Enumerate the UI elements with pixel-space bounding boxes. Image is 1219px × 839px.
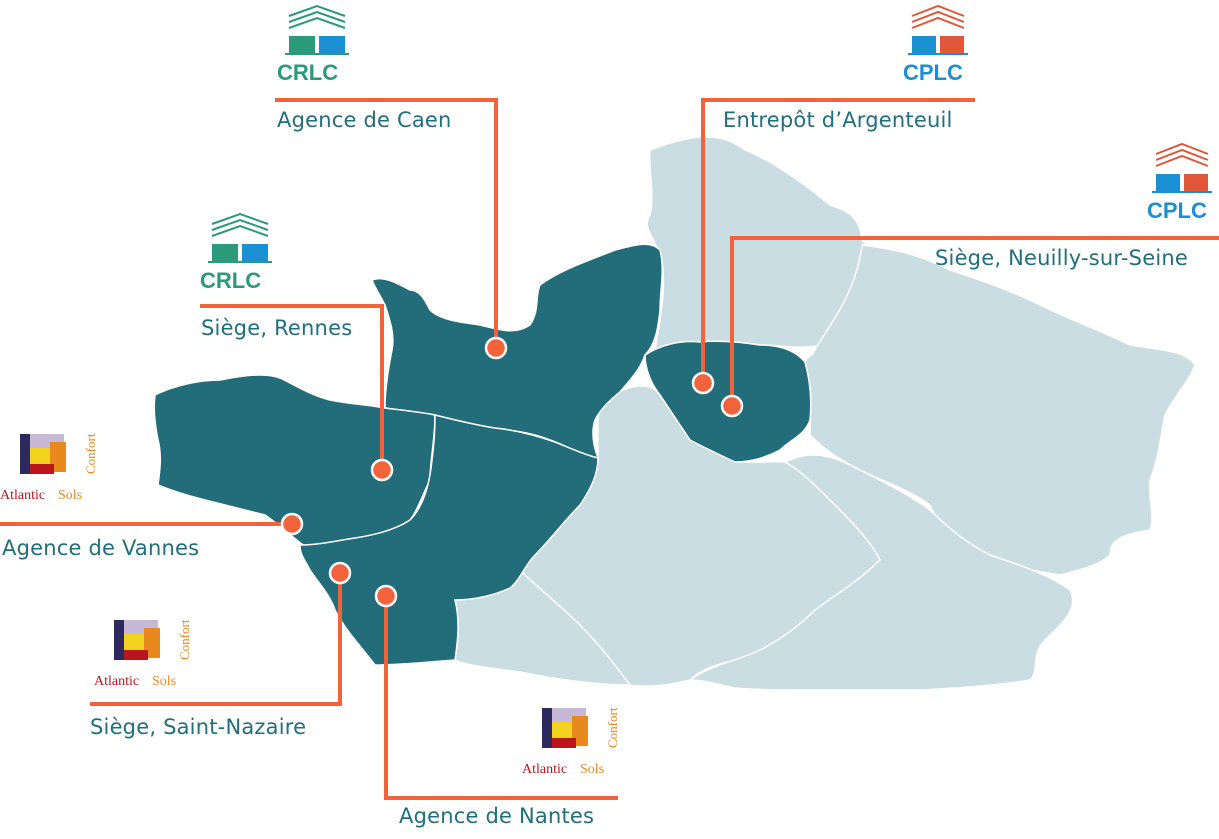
marker-neuilly[interactable] — [720, 394, 744, 418]
cplc-logo-icon: CPLC — [898, 2, 978, 88]
marker-saint-nazaire[interactable] — [328, 561, 352, 585]
crlc-logo-icon: CRLC — [277, 2, 357, 88]
sols-text: Sols — [58, 488, 83, 503]
marker-caen[interactable] — [484, 336, 508, 360]
connector-neuilly — [730, 236, 1219, 406]
crlc-logo-icon: CRLC — [200, 210, 280, 296]
crlc-brand-text: CRLC — [277, 60, 339, 85]
marker-nantes[interactable] — [374, 584, 398, 608]
atlantic-text: Atlantic — [94, 674, 140, 689]
atlantic-text: Atlantic — [0, 488, 46, 503]
atlantic-text: Atlantic — [522, 762, 568, 777]
connector-saint-nazaire — [90, 573, 342, 706]
cplc-brand-text: CPLC — [1147, 198, 1207, 223]
label-vannes: Agence de Vannes — [2, 536, 200, 560]
cplc-logo-icon: CPLC — [1142, 140, 1219, 226]
marker-argenteuil[interactable] — [691, 371, 715, 395]
label-neuilly: Siège, Neuilly-sur-Seine — [935, 246, 1188, 270]
connector-nantes — [384, 596, 618, 800]
connector-lines — [0, 98, 1219, 800]
marker-vannes[interactable] — [280, 512, 304, 536]
label-rennes: Siège, Rennes — [201, 316, 353, 340]
confort-text: Confort — [605, 707, 620, 748]
region-bourgogne — [687, 454, 1074, 691]
confort-text: Confort — [177, 619, 192, 660]
sols-text: Sols — [152, 674, 177, 689]
connector-caen — [275, 98, 498, 348]
location-markers — [280, 336, 744, 608]
connector-argenteuil — [701, 98, 975, 383]
label-caen: Agence de Caen — [277, 108, 452, 132]
connector-rennes — [200, 304, 384, 470]
atlantic-sols-confort-logo-icon: Confort Atlantic Sols — [94, 614, 194, 696]
cplc-brand-text: CPLC — [903, 60, 963, 85]
crlc-brand-text: CRLC — [200, 268, 262, 293]
atlantic-sols-confort-logo-icon: Confort Atlantic Sols — [522, 702, 622, 784]
confort-text: Confort — [83, 433, 98, 474]
label-saint-nazaire: Siège, Saint-Nazaire — [90, 715, 307, 739]
region-pays-de-la-loire — [299, 414, 599, 666]
marker-rennes[interactable] — [370, 458, 394, 482]
atlantic-sols-confort-logo-icon: Confort Atlantic Sols — [0, 428, 100, 510]
label-argenteuil: Entrepôt d’Argenteuil — [723, 108, 953, 132]
label-nantes: Agence de Nantes — [399, 804, 595, 828]
sols-text: Sols — [580, 762, 605, 777]
